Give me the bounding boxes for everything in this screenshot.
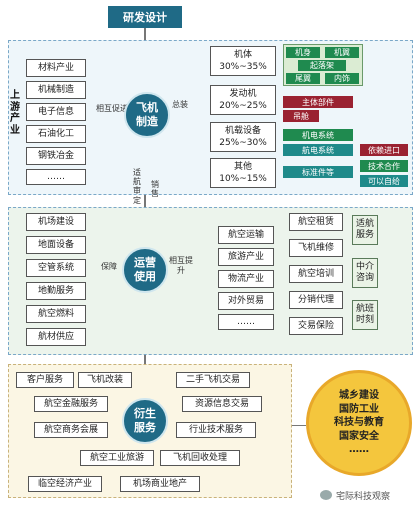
ops-industry-item: ……	[218, 314, 274, 330]
ops-industry-item: 航空运输	[218, 226, 274, 244]
airframe-tag: 尾翼	[286, 73, 320, 84]
engine-tag: 主体部件	[283, 96, 353, 108]
impact-item: 国防工业	[339, 403, 379, 415]
upstream-item: ……	[26, 169, 86, 185]
airframe-tag: 起落架	[298, 60, 346, 71]
component-name: 机载设备	[224, 125, 261, 136]
ops-consult-item: 航班时刻	[352, 300, 378, 330]
ops-support-item: 地面设备	[26, 236, 86, 254]
ops-consult-item: 适航服务	[352, 215, 378, 245]
component-name: 其他	[233, 161, 252, 172]
national-impact-node: 城乡建设 国防工业 科技与教育 国家安全 ……	[306, 370, 412, 476]
outcome-connector	[292, 425, 306, 426]
ops-service-item: 分销代理	[289, 291, 343, 309]
mutual-improve-label: 相互提升	[169, 256, 193, 275]
ops-support-item: 航空燃料	[26, 305, 86, 323]
side-tag-import: 依赖进口	[360, 144, 408, 156]
impact-item: 科技与教育	[334, 417, 384, 429]
aircraft-manufacturing-line2: 制造	[136, 115, 158, 128]
watermark-text: 宅际科技观察	[336, 492, 391, 502]
derivative-item: 航空工业旅游	[80, 450, 154, 466]
upstream-item: 材料产业	[26, 59, 86, 77]
derivative-item: 资源信息交易	[182, 396, 262, 412]
ops-support-item: 航材供应	[26, 328, 86, 346]
component-name: 机体	[233, 49, 252, 60]
derivative-line1: 衍生	[134, 407, 156, 421]
watermark-icon	[320, 490, 332, 500]
ops-support-item: 机场建设	[26, 213, 86, 231]
operations-line1: 运营	[134, 256, 156, 270]
upstream-item: 机械制造	[26, 81, 86, 99]
aircraft-manufacturing-line1: 飞机	[136, 101, 158, 115]
component-share: 25%~30%	[219, 138, 267, 148]
impact-item: 城乡建设	[339, 390, 379, 402]
mutual-promote-label: 相互促进	[96, 104, 128, 113]
airworthiness-label: 适航审定	[133, 168, 141, 205]
operations-node: 运营 使用	[122, 247, 168, 293]
upstream-item: 钢铁冶金	[26, 147, 86, 165]
derivative-item: 飞机改装	[78, 372, 132, 388]
component-share: 30%~35%	[219, 62, 267, 72]
derivative-item: 机场商业地产	[120, 476, 200, 492]
derivative-item: 客户服务	[16, 372, 74, 388]
engine-tag: 吊舱	[283, 110, 319, 122]
guarantee-label: 保障	[101, 262, 117, 271]
operations-line2: 使用	[134, 270, 156, 283]
component-avionics: 机载设备 25%~30%	[210, 122, 276, 152]
other-tag: 标准件等	[283, 166, 353, 178]
assembly-label: 总装	[172, 100, 188, 109]
derivative-services-node: 衍生 服务	[122, 398, 168, 444]
component-engine: 发动机 20%~25%	[210, 85, 276, 115]
page-title: 研发设计	[108, 6, 182, 28]
avionics-tag: 机电系统	[283, 129, 353, 141]
airframe-tag: 内饰	[325, 73, 359, 84]
component-share: 10%~15%	[219, 174, 267, 184]
derivative-item: 临空经济产业	[28, 476, 102, 492]
airframe-tag: 机翼	[325, 47, 359, 58]
ops-service-item: 航空租赁	[289, 213, 343, 231]
derivative-item: 行业技术服务	[176, 422, 256, 438]
upstream-item: 石油化工	[26, 125, 86, 143]
component-share: 20%~25%	[219, 101, 267, 111]
derivative-item: 航空商务会展	[34, 422, 108, 438]
impact-item: 国家安全	[339, 430, 379, 442]
derivative-item: 航空金融服务	[34, 396, 108, 412]
title-arrow-line	[144, 26, 146, 36]
ops-industry-item: 对外贸易	[218, 292, 274, 310]
ops-service-item: 交易保险	[289, 317, 343, 335]
impact-item: ……	[349, 444, 369, 456]
component-other: 其他 10%~15%	[210, 158, 276, 188]
component-name: 发动机	[229, 88, 257, 99]
component-airframe: 机体 30%~35%	[210, 46, 276, 76]
ops-support-item: 地勤服务	[26, 282, 86, 300]
sales-label: 销售	[151, 180, 159, 199]
ops-service-item: 航空培训	[289, 265, 343, 283]
ops-industry-item: 物流产业	[218, 270, 274, 288]
ops-consult-item: 中介咨询	[352, 258, 378, 288]
upstream-item: 电子信息	[26, 103, 86, 121]
derivative-line2: 服务	[134, 421, 156, 434]
side-tag-self-sufficient: 可以自给	[360, 175, 408, 187]
ops-service-item: 飞机维修	[289, 239, 343, 257]
side-tag-cooperation: 技术合作	[360, 160, 408, 172]
upstream-label: 上游产业	[10, 90, 20, 136]
derivative-item: 二手飞机交易	[176, 372, 250, 388]
aircraft-manufacturing-node: 飞机 制造	[124, 92, 170, 138]
avionics-tag: 航电系统	[283, 144, 353, 156]
ops-industry-item: 旅游产业	[218, 248, 274, 266]
airframe-tag: 机身	[286, 47, 320, 58]
ops-support-item: 空管系统	[26, 259, 86, 277]
derivative-item: 飞机回收处理	[160, 450, 240, 466]
